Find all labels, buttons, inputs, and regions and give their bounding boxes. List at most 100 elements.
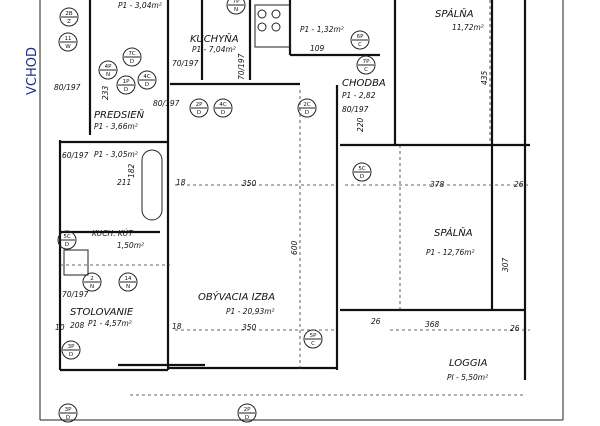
- room-area-pantry: P1 - 1,32m²: [300, 25, 344, 34]
- marker-bottom: N: [90, 284, 94, 290]
- marker-bottom: D: [221, 110, 225, 116]
- room-name-loggia: LOGGIA: [449, 358, 488, 369]
- marker-bottom: D: [245, 415, 249, 421]
- marker-bottom: D: [69, 352, 73, 358]
- section-marker: 4C D: [137, 70, 157, 90]
- marker-circle: [303, 329, 323, 349]
- section-marker: 3PD: [58, 403, 78, 423]
- room-area-hall: P1 - 3,66m²: [94, 122, 138, 131]
- marker-circle: [297, 98, 317, 118]
- section-marker: 1PD: [116, 75, 136, 95]
- dimension-label: 211: [117, 178, 131, 187]
- marker-top: 4C: [143, 74, 150, 80]
- section-marker: 7PC: [356, 55, 376, 75]
- section-marker: 4C D: [213, 98, 233, 118]
- room-name-bedroom-2: SPÁLŇA: [434, 226, 473, 239]
- dimension-label: 10: [55, 323, 65, 332]
- room-name-dining: STOLOVANIE: [70, 307, 134, 318]
- marker-bottom: C: [358, 42, 362, 48]
- marker-top: 5P: [310, 333, 317, 339]
- room-area-loggia: Pl - 5,50m²: [447, 373, 488, 382]
- marker-bottom: D: [66, 415, 70, 421]
- marker-circle: [82, 272, 102, 292]
- section-marker: 2P D: [189, 98, 209, 118]
- room-name-living-room: OBÝVACIA IZBA: [198, 290, 275, 303]
- marker-bottom: D: [305, 110, 309, 116]
- dimension-label: 60/197: [62, 151, 89, 160]
- section-marker: 2B Z: [59, 7, 79, 27]
- walls: [39, 0, 564, 421]
- section-marker: 7P N: [226, 0, 246, 15]
- marker-circle: [352, 162, 372, 182]
- section-marker: 4PN: [98, 60, 118, 80]
- marker-top: 6P: [357, 34, 364, 40]
- dimension-label: 350: [242, 179, 257, 188]
- marker-circle: [356, 55, 376, 75]
- dimension-label: 182: [127, 163, 136, 178]
- dimension-label: 435: [480, 70, 489, 85]
- marker-bottom: N: [126, 284, 130, 290]
- section-marker: 3PD: [61, 340, 81, 360]
- marker-top: 2: [90, 276, 94, 282]
- room-area-kitchenette: 1,50m²: [117, 241, 144, 250]
- marker-bottom: Z: [67, 19, 71, 25]
- room-area-kitchen: P1 - 7,04m²: [192, 45, 236, 54]
- section-marker: 2N: [82, 272, 102, 292]
- marker-bottom: N: [234, 7, 238, 13]
- room-name-hall: PREDSIEŇ: [94, 108, 145, 121]
- marker-top: 4C: [219, 102, 226, 108]
- section-marker: 5CD: [352, 162, 372, 182]
- section-marker: 2P D: [237, 403, 257, 423]
- marker-top: 7C: [128, 51, 135, 57]
- marker-bottom: D: [360, 174, 364, 180]
- section-marker: 14N: [118, 272, 138, 292]
- dimension-label: 70/197: [172, 59, 199, 68]
- marker-circle: [213, 98, 233, 118]
- room-name-kitchenette: KUCH. KÚT: [92, 229, 134, 238]
- dimension-label: 26: [510, 324, 520, 333]
- marker-bottom: D: [145, 82, 149, 88]
- room-area-dining: P1 - 4,57m²: [88, 319, 132, 328]
- marker-top: 2P: [196, 102, 203, 108]
- room-area-bedroom-1: 11,72m²: [452, 23, 484, 32]
- marker-circle: [122, 47, 142, 67]
- marker-circle: [118, 272, 138, 292]
- dimension-label: 18: [176, 178, 186, 187]
- room-area-corridor: P1 - 2,82: [342, 91, 376, 100]
- marker-bottom: W: [65, 44, 71, 50]
- marker-bottom: D: [130, 59, 134, 65]
- marker-top: 5C: [63, 234, 70, 240]
- dimension-label: 26: [514, 180, 524, 189]
- section-marker: 2CD: [297, 98, 317, 118]
- marker-top: 11: [65, 36, 72, 42]
- marker-top: 2P: [244, 407, 251, 413]
- section-markers: 7PN2BZ11W7CD4PN1PD4CD2PD4CD6PC7PC2CD5CD5…: [57, 0, 376, 423]
- dimension-label: 80/197: [54, 83, 81, 92]
- marker-bottom: D: [197, 110, 201, 116]
- marker-circle: [189, 98, 209, 118]
- room-name-bedroom-1: SPÁLŇA: [435, 7, 474, 20]
- dimension-label: 70/197: [237, 53, 246, 80]
- marker-top: 2B: [65, 11, 72, 17]
- room-area-bedroom-2: P1 - 12,76m²: [426, 248, 475, 257]
- room-area-living-room: P1 - 20,93m²: [226, 307, 275, 316]
- dimension-label: 26: [371, 317, 381, 326]
- marker-top: 7P: [233, 0, 240, 5]
- marker-circle: [58, 32, 78, 52]
- dimension-label: 18: [172, 322, 182, 331]
- dimension-labels: 3503506004353783682626261818211182208220…: [54, 44, 524, 333]
- marker-top: 1P: [123, 79, 130, 85]
- section-marker: 6P C: [350, 30, 370, 50]
- marker-circle: [57, 230, 77, 250]
- dimension-label: 109: [310, 44, 325, 53]
- room-area-bathroom: P1 - 3,05m²: [94, 150, 138, 159]
- marker-circle: [98, 60, 118, 80]
- room-name-corridor: CHODBA: [342, 78, 386, 89]
- room-name-kitchen: KUCHYŇA: [190, 32, 239, 45]
- marker-circle: [350, 30, 370, 50]
- section-marker: 5PC: [303, 329, 323, 349]
- marker-bottom: N: [106, 72, 110, 78]
- dimension-label: 220: [356, 117, 365, 132]
- handwritten-entrance-note: VCHOD: [25, 47, 40, 95]
